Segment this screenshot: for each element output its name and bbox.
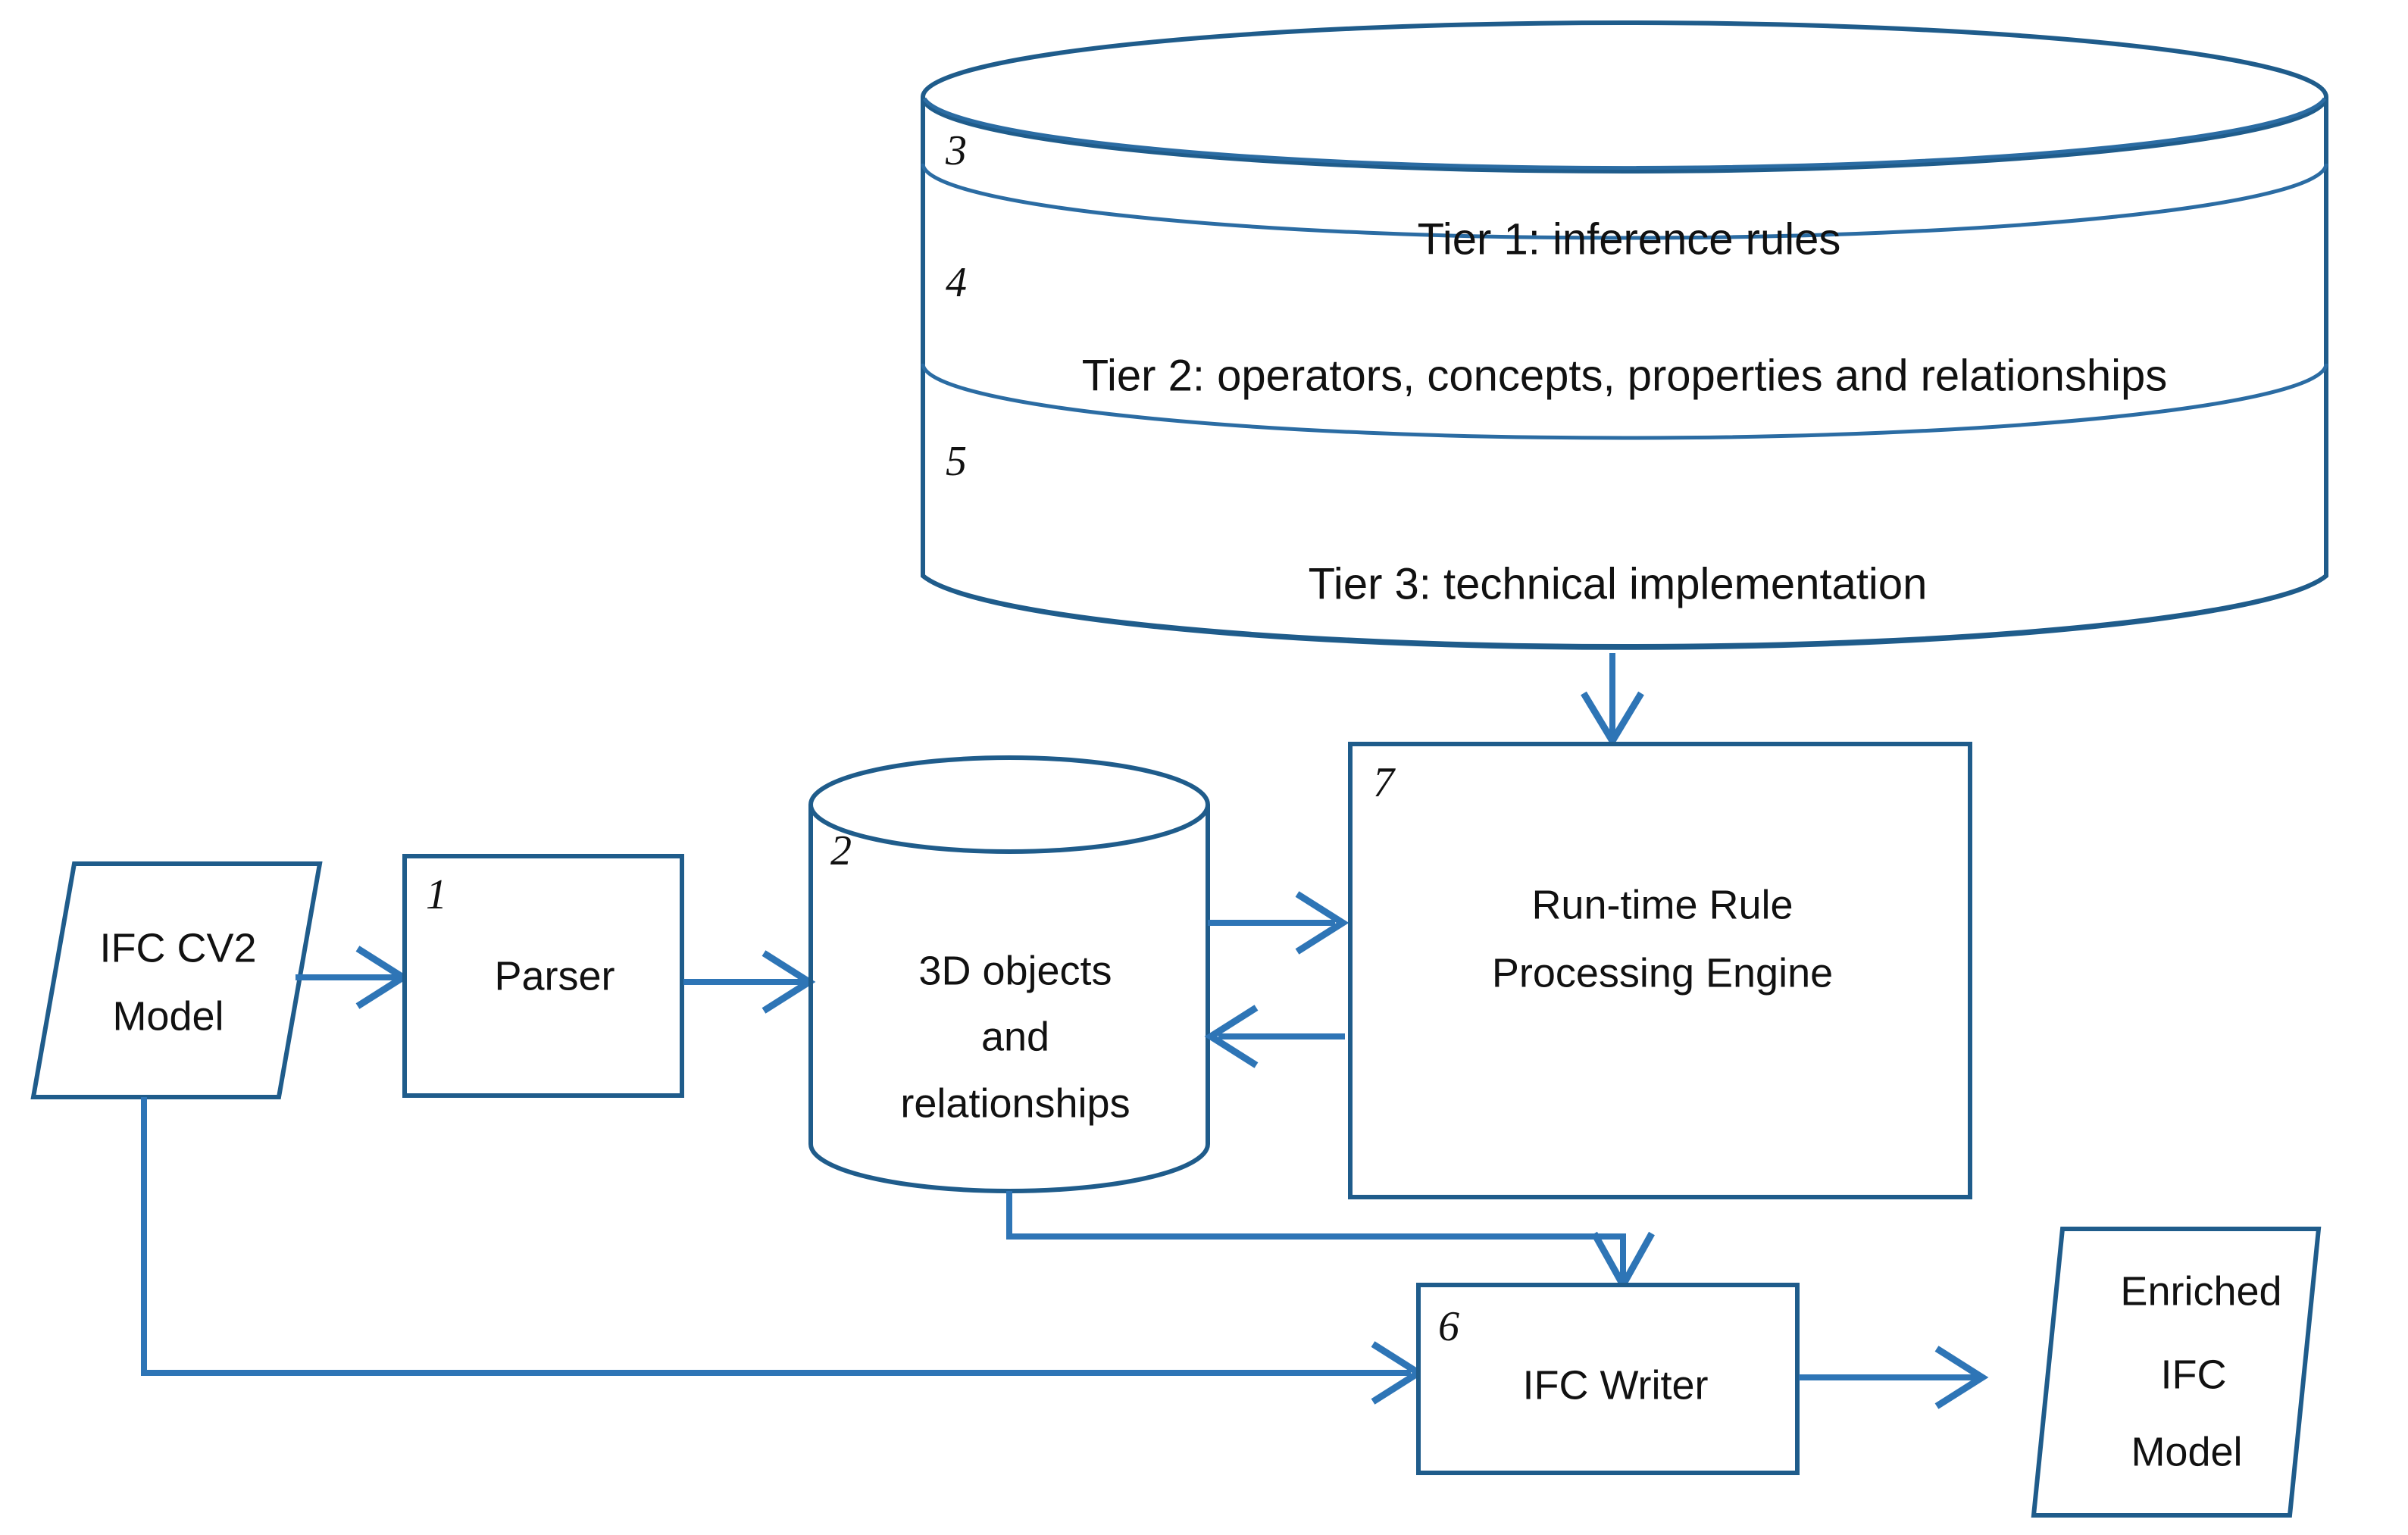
parser-index: 1 [426, 871, 447, 918]
ifc-writer-index: 6 [1438, 1303, 1459, 1350]
connector-rule-engine-to-store [1204, 1005, 1345, 1068]
rule-engine-index: 7 [1373, 759, 1396, 806]
ifc-writer-label: IFC Writer [1523, 1362, 1709, 1408]
enriched-model-label-line-1: Enriched [2120, 1268, 2281, 1314]
ifc-cv2-model-label-line-1: IFC CV2 [99, 925, 256, 971]
objects-store-label-line-1: 3D objects [918, 948, 1112, 993]
connector-model-to-ifc-writer [141, 1097, 1425, 1405]
node-rule-engine[interactable] [1348, 742, 1972, 1199]
parser-label: Parser [494, 953, 615, 999]
objects-store-label-line-2: and [981, 1014, 1049, 1059]
tier-3-label: Tier 3: technical implementation [1309, 559, 1928, 608]
objects-store-label-line-3: relationships [900, 1080, 1130, 1126]
connector-kb-to-rule-engine [1581, 653, 1644, 748]
ifc-cv2-model-label-line-2: Model [112, 993, 224, 1039]
tier-1-label: Tier 1: inference rules [1418, 214, 1841, 264]
tier-3-index: 5 [946, 438, 967, 485]
connector-model-to-parser [296, 946, 410, 1009]
tier-2-label: Tier 2: operators, concepts, properties … [1082, 351, 2168, 400]
objects-store-index: 2 [830, 827, 852, 874]
knowledge-base-cylinder [921, 20, 2328, 650]
tier-2-index: 4 [946, 259, 967, 306]
node-parser[interactable] [402, 854, 684, 1098]
connector-ifc-writer-to-enriched-model [1799, 1346, 1989, 1409]
enriched-model-label-line-2: IFC [2161, 1352, 2227, 1397]
rule-engine-label-line-2: Processing Engine [1492, 950, 1833, 996]
tier-1-index: 3 [945, 127, 967, 174]
connector-parser-to-store [683, 950, 816, 1014]
rule-engine-label-line-1: Run-time Rule [1531, 882, 1793, 927]
node-ifc-cv2-model[interactable] [30, 861, 323, 1099]
node-enriched-model[interactable] [2031, 1227, 2322, 1518]
node-ifc-writer[interactable] [1416, 1283, 1800, 1475]
enriched-model-label-line-3: Model [2131, 1429, 2242, 1474]
connector-store-to-rule-engine [1208, 891, 1349, 955]
connector-store-to-ifc-writer [1006, 1191, 1655, 1293]
